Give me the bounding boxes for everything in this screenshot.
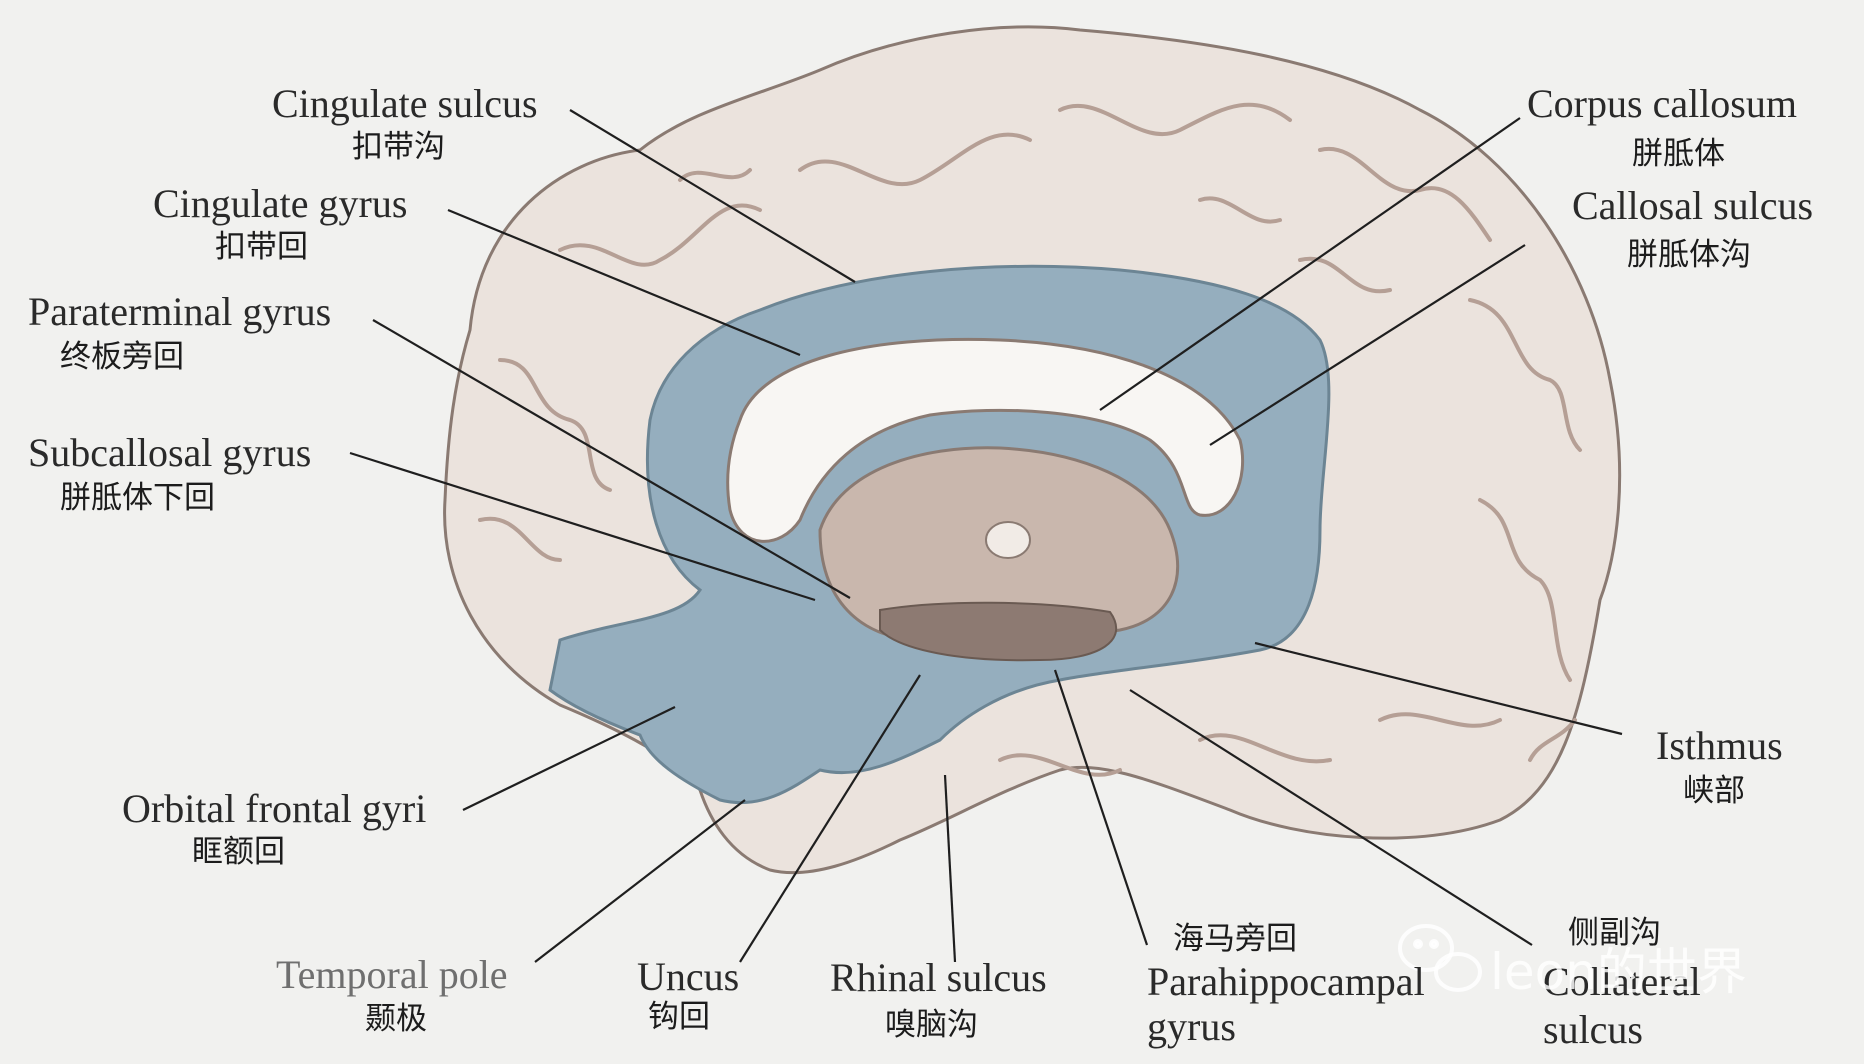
leader-orbital-frontal-gyri: [462, 706, 676, 811]
leader-rhinal-sulcus: [943, 774, 957, 963]
leader-cingulate-gyrus: [447, 208, 801, 357]
label-parahippocampal-gyrus-line2: gyrus: [1147, 1004, 1236, 1049]
leader-temporal-pole: [534, 799, 746, 963]
label-cingulate-gyrus: Cingulate gyrus: [153, 181, 408, 226]
label-orbital-frontal-gyri-zh: 眶额回: [192, 834, 285, 870]
interthalamic-adhesion: [985, 521, 1031, 559]
leader-cingulate-sulcus: [569, 109, 856, 283]
leader-uncus: [739, 674, 921, 963]
leader-parahippocampal-gyrus: [1053, 669, 1149, 946]
label-rhinal-sulcus-zh: 嗅脑沟: [885, 1007, 978, 1043]
label-isthmus-zh: 峡部: [1683, 773, 1745, 809]
label-isthmus: Isthmus: [1656, 723, 1783, 768]
label-collateral-sulcus-zh: 侧副沟: [1568, 915, 1661, 951]
leader-isthmus: [1254, 641, 1623, 736]
label-uncus-zh: 钩回: [648, 999, 710, 1035]
label-callosal-sulcus-zh: 胼胝体沟: [1627, 237, 1751, 273]
label-cingulate-sulcus-zh: 扣带沟: [352, 129, 445, 165]
label-cingulate-sulcus: Cingulate sulcus: [272, 81, 538, 126]
label-subcallosal-gyrus: Subcallosal gyrus: [28, 430, 312, 475]
leader-subcallosal-gyrus: [349, 451, 816, 602]
leader-corpus-callosum: [1099, 117, 1521, 411]
label-corpus-callosum-zh: 胼胝体: [1632, 136, 1725, 172]
label-rhinal-sulcus: Rhinal sulcus: [830, 955, 1047, 1000]
label-orbital-frontal-gyri: Orbital frontal gyri: [122, 786, 427, 831]
label-paraterminal-gyrus: Paraterminal gyrus: [28, 289, 332, 334]
brainstem-cut: [879, 601, 1117, 662]
corpus-callosum-shape: [726, 337, 1245, 543]
label-temporal-pole: Temporal pole: [276, 952, 508, 997]
label-callosal-sulcus: Callosal sulcus: [1572, 183, 1814, 228]
label-parahippocampal-gyrus-zh: 海马旁回: [1173, 921, 1297, 957]
wechat-icon: [1398, 924, 1482, 992]
label-cingulate-gyrus-zh: 扣带回: [215, 229, 308, 265]
gyri-texture: [478, 102, 1582, 777]
leader-lines: [349, 109, 1623, 963]
label-subcallosal-gyrus-zh: 胼胝体下回: [60, 480, 215, 516]
watermark-text: leon的世界: [1490, 943, 1747, 1001]
label-collateral-sulcus-line1: Collateral: [1543, 959, 1701, 1004]
label-temporal-pole-zh: 颞极: [365, 1001, 427, 1037]
leader-paraterminal-gyrus: [372, 319, 851, 599]
label-corpus-callosum: Corpus callosum: [1527, 81, 1797, 126]
label-uncus: Uncus: [637, 954, 740, 999]
leader-collateral-sulcus: [1129, 689, 1533, 946]
leader-callosal-sulcus: [1209, 244, 1526, 446]
label-collateral-sulcus-line2: sulcus: [1543, 1007, 1643, 1052]
label-parahippocampal-gyrus-line1: Parahippocampal: [1147, 959, 1425, 1004]
label-paraterminal-gyrus-zh: 终板旁回: [60, 339, 184, 375]
